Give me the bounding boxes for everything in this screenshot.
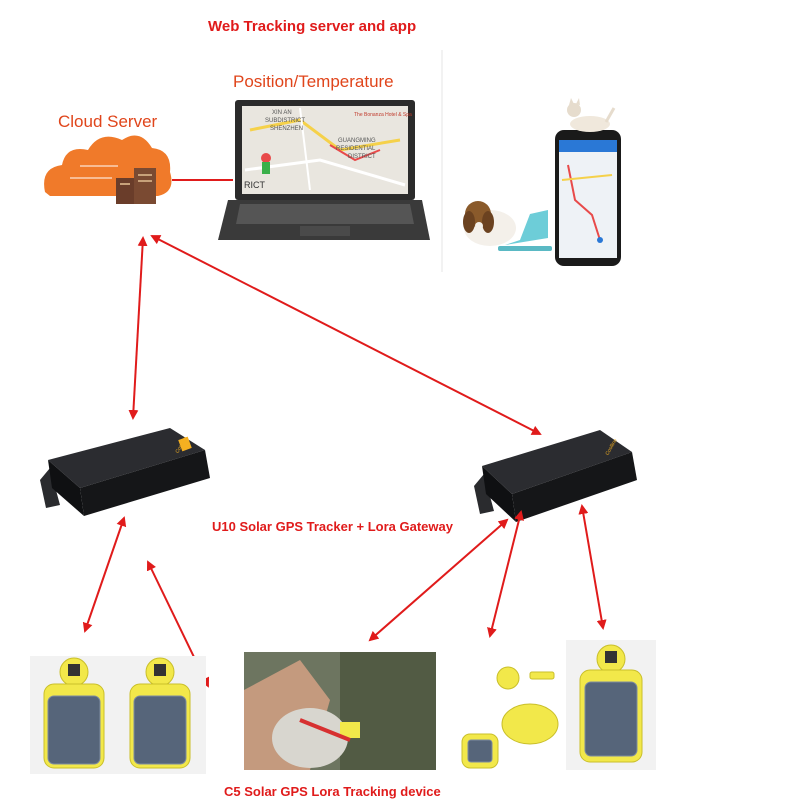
map-label: GUANGMING [338,138,376,144]
arrow-gateway-tags [487,510,524,638]
gateway-device-icon: Coolline [40,428,210,516]
map-label: DISTRICT [348,154,376,160]
ear-tag-icon [118,656,206,774]
ear-tag-icon [450,652,565,774]
cat-icon [567,98,616,132]
ear-tag-icon [30,656,118,774]
diagram-title: Web Tracking server and app [208,18,417,35]
arrow-cloud-gateway-right [150,235,542,435]
map-label: SHENZHEN [270,126,303,132]
map-label: The Bonanza Hotel & Spa [354,112,412,118]
arrow-gateway-tag-right [578,504,607,630]
cloud-server-icon [44,135,172,204]
cloud-caption: Cloud Server [58,112,158,131]
gateway-device-icon: Coolline [474,430,637,522]
laptop-caption: Position/Temperature [233,72,394,91]
tag-on-animal-photo [244,652,436,770]
laptop-icon: XIN AN SUBDISTRICT SHENZHEN GUANGMING RE… [218,100,430,240]
map-label: XIN AN [272,110,292,116]
dog-icon [463,201,552,251]
ear-tag-icon [566,640,656,770]
device-caption: C5 Solar GPS Lora Tracking device [224,784,441,799]
arrow-gateway-tag-1 [82,516,127,633]
map-label: SUBDISTRICT [265,118,305,124]
arrow-gateway-photo [368,518,509,642]
map-label: RESIDENTIAL [336,146,376,152]
map-label: RICT [244,180,265,190]
phone-icon [555,130,621,266]
arrow-cloud-gateway-left [128,236,148,420]
